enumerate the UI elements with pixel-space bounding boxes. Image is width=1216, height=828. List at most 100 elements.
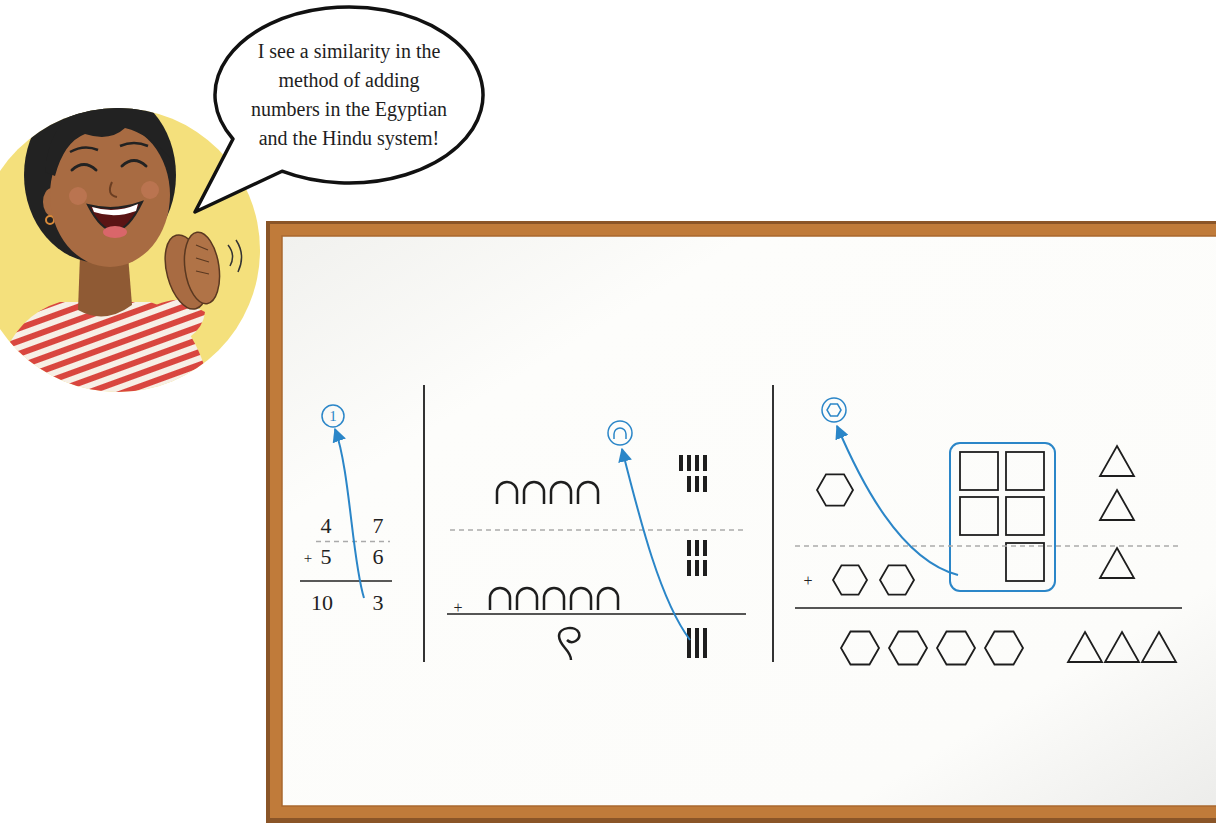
egyptian-sum-part-part <box>703 476 707 492</box>
shape-sum-part <box>937 632 975 665</box>
egyptian-sum-part-part <box>687 560 691 576</box>
shape-sum-part <box>1100 548 1134 578</box>
plus-sign: + <box>304 551 312 566</box>
egyptian-sum-part-part <box>687 540 691 556</box>
egyptian-sum-part <box>571 588 591 610</box>
shape-sum-part <box>1105 632 1139 662</box>
digit: 6 <box>373 546 384 568</box>
shape-sum-part <box>837 426 958 575</box>
shape-sum-part <box>880 565 914 594</box>
girl-figure-part <box>92 204 138 215</box>
girl-figure-part <box>72 165 96 171</box>
girl-figure-part <box>103 226 127 238</box>
shape-sum-part <box>889 632 927 665</box>
egyptian-sum-part-part <box>695 476 699 492</box>
girl-figure-part <box>70 147 98 152</box>
egyptian-sum-part-part <box>687 628 691 658</box>
egyptian-sum-part <box>450 529 746 531</box>
girl-figure-part <box>141 181 159 199</box>
egyptian-sum-part-part <box>695 455 699 471</box>
egyptian-sum-part-part <box>687 476 691 492</box>
shape-sum-part <box>795 545 1182 547</box>
shape-sum-part <box>817 474 853 505</box>
shape-sum-part <box>841 632 879 665</box>
egyptian-sum-part-part <box>679 455 683 471</box>
egyptian-sum-part <box>517 588 537 610</box>
girl-figure-part <box>45 103 174 176</box>
girl-figure-part <box>180 230 224 306</box>
sum-digit: 3 <box>373 592 384 614</box>
girl-figure-part <box>120 143 148 146</box>
shape-sum-part <box>950 443 1055 591</box>
plus-sign: + <box>453 600 462 616</box>
shape-sum-part <box>960 497 998 535</box>
egyptian-sum-part <box>490 588 510 610</box>
egyptian-sum-part <box>598 588 618 610</box>
shape-sum-part <box>833 565 867 594</box>
egyptian-sum-part-part <box>695 628 699 658</box>
whiteboard <box>266 221 1216 823</box>
shape-sum-part <box>1006 543 1044 581</box>
egyptian-sum-part-part <box>703 560 707 576</box>
egyptian-sum-part <box>551 482 571 504</box>
column-divider-part <box>423 385 425 662</box>
girl-portrait <box>0 87 260 410</box>
shape-sum-part <box>1006 452 1044 490</box>
digit: 4 <box>321 515 332 537</box>
shape-sum-part <box>960 452 998 490</box>
egyptian-sum-part <box>578 482 598 504</box>
column-divider-part <box>772 385 774 662</box>
shape-sum-part <box>822 398 846 422</box>
girl-figure <box>0 87 242 410</box>
girl-figure-part <box>122 161 146 167</box>
digit: 7 <box>373 515 384 537</box>
carry-digit: 1 <box>329 409 337 424</box>
speech-bubble: I see a similarity in the method of addi… <box>210 2 488 188</box>
egyptian-sum-part <box>524 482 544 504</box>
egyptian-sum-part-part <box>687 455 691 471</box>
girl-figure-part <box>110 182 117 197</box>
board-surface <box>282 236 1216 806</box>
girl-figure-part <box>69 187 87 205</box>
girl-figure-part <box>196 245 209 274</box>
plus-sign: + <box>803 573 812 589</box>
egyptian-sum-part <box>608 421 632 445</box>
egyptian-sum-part-part <box>703 455 707 471</box>
girl-figure-part <box>46 216 54 224</box>
egyptian-sum-part <box>447 613 746 615</box>
egyptian-sum-part-part <box>703 628 707 658</box>
shape-sum-part <box>1100 446 1134 476</box>
shape-sum-part <box>1142 632 1176 662</box>
hindu-sum-lines-part <box>300 580 392 582</box>
board-shadow <box>266 221 1216 823</box>
hindu-sum-lines <box>300 405 392 598</box>
shape-sum-part <box>1068 632 1102 662</box>
egyptian-sum-part <box>559 628 579 660</box>
column-divider <box>424 385 773 662</box>
bubble-outline <box>210 2 488 188</box>
speech-text: I see a similarity in the method of addi… <box>243 37 455 153</box>
shape-sum-part <box>1100 490 1134 520</box>
bubble-shape <box>195 7 483 212</box>
sum-digit: 10 <box>311 592 333 614</box>
egyptian-sum-part <box>681 455 705 658</box>
egyptian-sum-part <box>497 482 517 504</box>
shape-sum-part <box>985 632 1023 665</box>
girl-figure-part <box>228 240 242 272</box>
egyptian-sum-part-part <box>695 560 699 576</box>
egyptian-sum-part <box>614 428 626 439</box>
digit: 5 <box>321 546 332 568</box>
shape-sum-part <box>1006 497 1044 535</box>
shape-sum <box>795 398 1182 665</box>
egyptian-sum-part <box>622 449 690 640</box>
egyptian-sum-part <box>544 588 564 610</box>
egyptian-sum <box>447 421 746 660</box>
hindu-sum-lines-part <box>335 429 364 598</box>
shape-sum-part <box>827 404 841 416</box>
shape-sum-part <box>795 607 1182 609</box>
egyptian-sum-part-part <box>703 540 707 556</box>
hindu-sum-lines-part <box>322 405 344 427</box>
